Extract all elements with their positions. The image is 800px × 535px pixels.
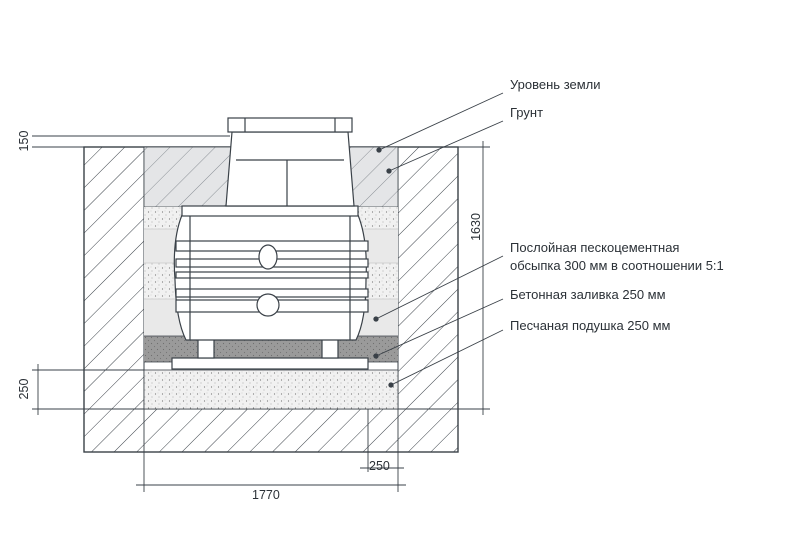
dimension-lines [32,135,490,492]
label-concrete: Бетонная заливка 250 мм [510,287,666,302]
callout-lines [373,92,504,388]
label-soil: Грунт [510,105,544,120]
label-backfill-line2: обсыпка 300 мм в соотношении 5:1 [510,258,724,273]
septic-tank [171,117,369,370]
dim-top-offset: 150 [17,130,31,152]
label-backfill-line1: Послойная пескоцементная [510,240,680,255]
label-sand-bed: Песчаная подушка 250 мм [510,318,671,333]
dim-depth-total: 1630 [469,213,483,241]
sand-cushion-layer [143,369,399,410]
label-ground-level: Уровень земли [510,77,601,92]
dim-side-gap: 250 [369,459,390,473]
dim-width-total: 1770 [252,488,280,502]
dim-bottom-layer: 250 [17,378,31,400]
